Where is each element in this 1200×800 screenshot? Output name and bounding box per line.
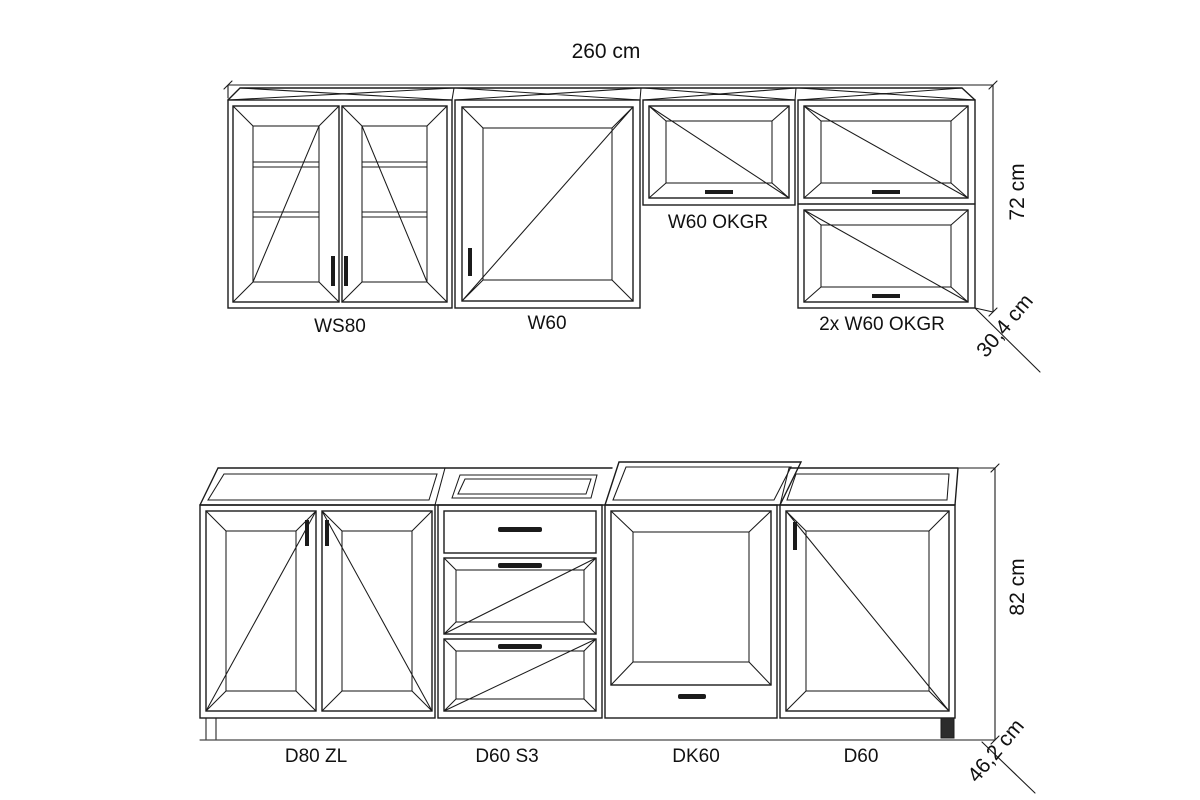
base-unit-dk60	[604, 504, 778, 719]
w60-okgr-carcass	[642, 99, 796, 206]
d80-zl-door-right	[321, 510, 433, 712]
okgr2-top-handle	[872, 190, 900, 194]
dim-wall-height-text: 72 cm	[1006, 163, 1029, 220]
base-unit-d60-s3	[437, 504, 603, 719]
okgr2-bottom-handle	[872, 294, 900, 298]
d60-s3-drawer3-handle	[498, 644, 542, 649]
d60-top-inner	[786, 473, 950, 501]
dk60-carcass	[604, 504, 778, 719]
wall-unit-w60	[454, 99, 641, 309]
d80-zl-top-inner	[207, 473, 438, 501]
right-foot	[940, 717, 955, 739]
dimension-lines	[223, 80, 1041, 794]
d60-s3-drawer-3	[443, 638, 597, 712]
d60-door	[785, 510, 950, 712]
w60-okgr-flap	[648, 105, 790, 199]
base-units-drawing	[199, 461, 996, 741]
dk60-interior-back	[632, 531, 750, 663]
d80-zl-right-handle	[325, 520, 329, 546]
wall-top-band	[227, 87, 976, 101]
dim-base-height-text: 82 cm	[1006, 558, 1029, 615]
left-foot	[205, 717, 217, 740]
w60-door	[461, 106, 634, 302]
d80-zl-carcass	[199, 504, 436, 719]
okgr2-flap-bottom	[803, 209, 969, 303]
okgr2-flap-top	[803, 105, 969, 199]
label-w60-okgr: W60 OKGR	[668, 212, 768, 233]
d80-zl-left-handle	[305, 520, 309, 546]
d60-s3-drawer1-handle	[498, 527, 542, 532]
d80-zl-door-left	[205, 510, 317, 712]
ws80-door-right	[341, 105, 448, 303]
label-d60: D60	[844, 746, 879, 767]
dim-line-base-depth	[981, 741, 1036, 794]
label-d60-s3: D60 S3	[475, 746, 538, 767]
label-ws80: WS80	[314, 316, 366, 337]
base-tops	[199, 461, 959, 506]
dim-wall-depth-text: 30,4 cm	[972, 290, 1038, 362]
dk60-top-piece	[604, 461, 803, 506]
d60-s3-drawer2-handle	[498, 563, 542, 568]
label-w60: W60	[527, 313, 566, 334]
wall-unit-ws80	[227, 99, 453, 309]
dk60-bottom-handle	[678, 694, 706, 699]
d60-s3-drawer-2	[443, 557, 597, 635]
dim-total-width-text: 260 cm	[572, 40, 641, 63]
dk60-opening	[610, 510, 772, 686]
w60-okgr-handle	[705, 190, 733, 194]
label-2x-w60-okgr: 2x W60 OKGR	[819, 314, 945, 335]
ws80-right-handle	[344, 256, 348, 286]
wall-unit-w60-okgr	[642, 99, 796, 206]
w60-carcass	[454, 99, 641, 309]
d60-s3-carcass	[437, 504, 603, 719]
base-unit-d60	[779, 504, 956, 719]
plinth-and-feet	[199, 717, 996, 741]
dim-base-depth-text: 46,2 cm	[963, 715, 1029, 787]
wall-units-drawing	[227, 87, 976, 309]
ws80-left-handle	[331, 256, 335, 286]
dim-line-wall-depth	[974, 307, 1041, 373]
dim-line-total-width	[223, 80, 998, 99]
d60-carcass	[779, 504, 956, 719]
dim-line-base-height	[957, 463, 1000, 745]
w60-handle	[468, 248, 472, 276]
d60-handle	[793, 522, 797, 550]
dim-line-wall-height	[974, 84, 998, 317]
ws80-door-left	[232, 105, 340, 303]
label-d80-zl: D80 ZL	[285, 746, 347, 767]
d60-s3-drawer-1	[443, 510, 597, 554]
labels: 260 cm 72 cm 30,4 cm 82 cm 46,2 cm WS80 …	[285, 40, 1038, 787]
wall-unit-2x-w60-okgr	[797, 99, 976, 309]
base-unit-d80-zl	[199, 504, 436, 719]
ws80-carcass	[227, 99, 453, 309]
d60-s3-sink-cutout	[451, 474, 598, 499]
label-dk60: DK60	[672, 746, 720, 767]
